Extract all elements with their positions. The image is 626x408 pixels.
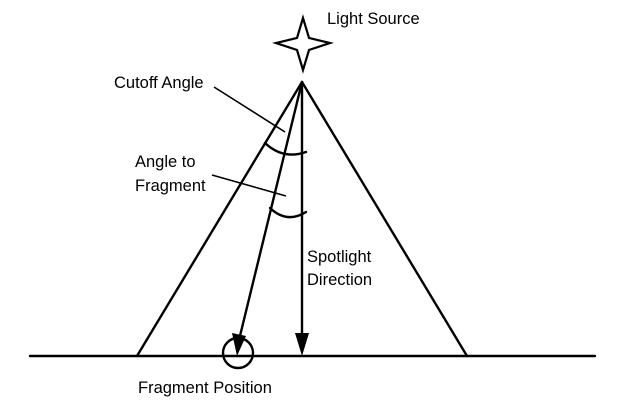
cutoff-angle-leader [213, 86, 286, 133]
fragment-direction-arrow [237, 80, 304, 342]
spotlight-direction-label-line2: Direction [307, 271, 372, 289]
cutoff-angle-label: Cutoff Angle [114, 74, 204, 92]
light-source-icon [271, 14, 335, 74]
cutoff-angle-arc [263, 141, 308, 156]
cone-left-edge [135, 80, 304, 358]
cone-right-edge [300, 80, 469, 358]
angle-to-fragment-leader [211, 174, 287, 197]
fragment-angle-arc [268, 206, 308, 219]
fragment-direction-arrowhead [232, 333, 246, 356]
spotlight-direction-label-line1: Spotlight [307, 248, 372, 266]
angle-to-fragment-label-line1: Angle to [135, 153, 196, 171]
angle-to-fragment-label-line2: Fragment [135, 177, 206, 195]
fragment-position-label: Fragment Position [138, 379, 272, 397]
fragment-position-marker [221, 336, 255, 370]
light-source-label: Light Source [327, 10, 420, 28]
spotlight-direction-arrowhead [295, 333, 309, 356]
